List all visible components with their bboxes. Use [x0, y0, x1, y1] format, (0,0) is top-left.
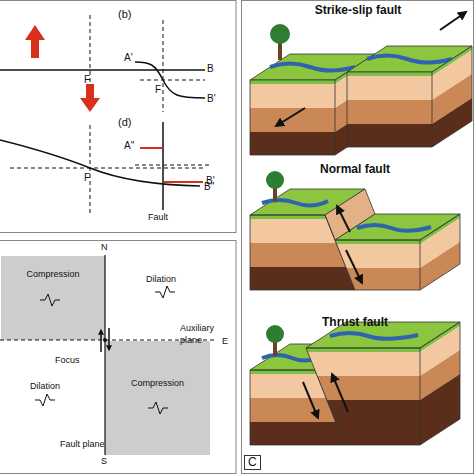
- normal-fault-block: [250, 171, 460, 352]
- strain-curve: [135, 62, 205, 98]
- motion-arrow: [276, 108, 305, 126]
- motion-arrow: [303, 382, 318, 418]
- tree-crown: [266, 325, 284, 343]
- strain-line: [0, 69, 205, 71]
- figure-label: F: [84, 172, 90, 183]
- waveform-glyph: [40, 294, 60, 306]
- block-outline: [335, 214, 460, 290]
- stress-arrow: [25, 25, 45, 58]
- tree-crown: [266, 171, 284, 189]
- figure-label: Dilation: [146, 275, 176, 285]
- focus-point: [103, 338, 107, 342]
- river: [330, 333, 418, 339]
- block-outline: [306, 322, 460, 445]
- figure-label: E: [222, 337, 228, 347]
- tree-crown: [270, 24, 290, 44]
- reference-line: [135, 165, 210, 166]
- compression-quadrant: Compression: [1, 256, 105, 340]
- reference-line: [10, 168, 205, 169]
- figure-label: F: [84, 74, 90, 85]
- fault-line: [162, 122, 164, 210]
- motion-arrow: [337, 206, 350, 232]
- waveform-glyph: [148, 402, 168, 414]
- fault-trace: [90, 125, 91, 215]
- fault-trace: [163, 20, 164, 112]
- figure-label: F: [155, 84, 161, 95]
- block-front: [306, 348, 420, 460]
- compression-quadrant: Compression: [105, 341, 210, 455]
- figure-label: Strike-slip fault: [288, 4, 428, 17]
- block-top: [335, 214, 460, 240]
- figure-label: A': [124, 52, 133, 63]
- figure-label: C: [244, 455, 261, 470]
- figure-label: Focus: [55, 356, 80, 366]
- thrust-fault-block: [250, 322, 460, 474]
- stress-arrow: [80, 84, 100, 112]
- figure-label: Normal fault: [295, 163, 415, 176]
- figure-label: (d): [118, 116, 131, 128]
- strain-curve: [0, 140, 200, 186]
- motion-arrow: [332, 374, 348, 412]
- offset-line: [164, 181, 203, 183]
- fault-plane-line: [104, 255, 105, 455]
- figure-label: A": [124, 140, 134, 151]
- block-outline: [250, 215, 355, 290]
- waveform-glyph: [35, 394, 55, 406]
- motion-arrow: [440, 12, 466, 30]
- river: [357, 225, 431, 231]
- figure-label: Auxiliary plane: [180, 322, 222, 346]
- panel-frame: [0, 1, 236, 233]
- figure-label: B': [207, 93, 216, 104]
- motion-arrow: [346, 250, 362, 283]
- figure-label: Dilation: [30, 382, 60, 392]
- quadrant-label: Compression: [105, 379, 210, 389]
- figure-label: B: [207, 63, 214, 74]
- figure-label: Thrust fault: [295, 316, 415, 329]
- reference-line: [140, 80, 205, 81]
- slip-arrow: [108, 328, 110, 350]
- slip-arrow: [100, 330, 102, 352]
- quadrant-label: Compression: [1, 270, 105, 280]
- strike-slip-block: [250, 12, 472, 192]
- figure-label: B': [206, 175, 215, 186]
- figure-label: S: [101, 457, 107, 467]
- offset-line: [140, 147, 162, 149]
- figure-label: Fault plane: [60, 440, 105, 450]
- waveform-glyph: [155, 286, 175, 298]
- figure-label: (b): [118, 8, 131, 20]
- figure-label: Fault: [148, 213, 168, 223]
- panel-frame: [0, 241, 236, 474]
- river: [262, 200, 328, 206]
- figure-label: N: [101, 243, 108, 253]
